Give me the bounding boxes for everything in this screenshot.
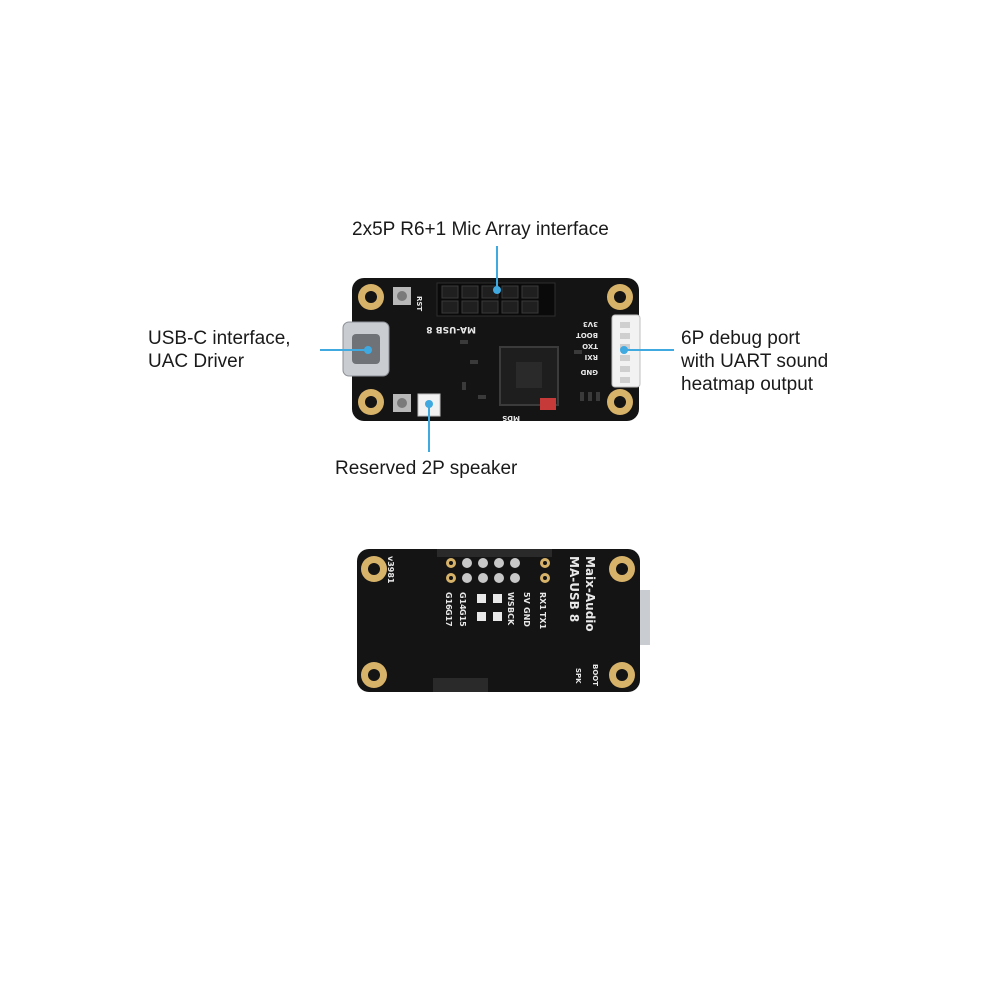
pin-g14: G14	[458, 592, 467, 610]
debug-port-line3: heatmap output	[681, 374, 814, 395]
spk-silk: SPK	[574, 668, 582, 684]
pin-g16: G16	[444, 592, 453, 610]
rst-silk: RST	[415, 296, 423, 311]
pin-ws: WS	[506, 592, 515, 607]
pin-label-boot: BOOT	[576, 331, 598, 339]
usb-c-callout-line1: USB-C interface,	[148, 328, 291, 349]
debug-port-dot	[620, 346, 628, 354]
pin-tx1: TX1	[538, 612, 547, 630]
mic-array-callout: 2x5P R6+1 Mic Array interface	[352, 219, 609, 240]
version-silk: v3981	[386, 556, 395, 584]
pin-gnd: GND	[522, 607, 531, 627]
pin-g15: G15	[458, 609, 467, 627]
model-silk: MA-USB 8	[426, 324, 476, 334]
mic-array-dot	[493, 286, 501, 294]
speaker-leader	[428, 404, 430, 452]
usb-c-leader	[320, 349, 368, 351]
boot-silk: BOOT	[591, 664, 599, 686]
pin-label-rxi: RXI	[585, 353, 598, 361]
usb-c-callout-line2: UAC Driver	[148, 351, 245, 372]
debug-port-line2: with UART sound	[681, 351, 829, 372]
chip-mark: MDS	[502, 414, 520, 422]
pin-label-gnd: GND	[580, 368, 598, 376]
pin-rx1: RX1	[538, 592, 547, 610]
pin-label-3v3: 3V3	[583, 320, 598, 328]
usb-c-dot	[364, 346, 372, 354]
usb-c-callout: USB-C interface, UAC Driver	[148, 327, 291, 373]
brand-silk: Maix-Audio	[583, 556, 597, 632]
pin-5v: 5V	[522, 592, 531, 605]
pin-label-txo: TXO	[582, 342, 598, 350]
pin-g17: G17	[444, 609, 453, 627]
debug-port-leader	[624, 349, 674, 351]
pin-bck: BCK	[506, 607, 515, 626]
mic-array-leader	[496, 246, 498, 290]
debug-port-callout: 6P debug port with UART sound heatmap ou…	[681, 327, 828, 396]
header-pins	[446, 558, 550, 583]
speaker-callout: Reserved 2P speaker	[335, 458, 518, 479]
speaker-dot	[425, 400, 433, 408]
back-model-silk: MA-USB 8	[567, 556, 581, 622]
debug-port-line1: 6P debug port	[681, 328, 801, 349]
